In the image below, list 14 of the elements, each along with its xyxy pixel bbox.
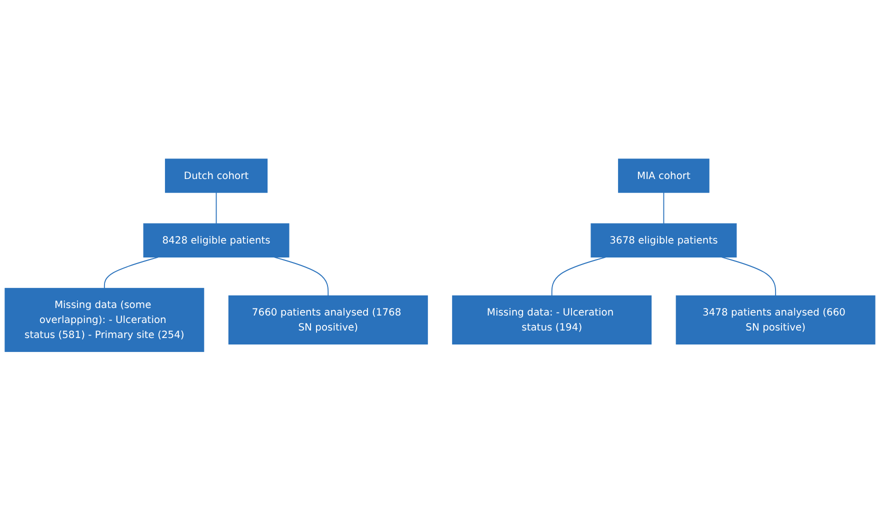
connector bbox=[551, 256, 606, 296]
connector bbox=[663, 192, 664, 224]
node-box: Missing data: - Ulceration status (194) bbox=[452, 295, 652, 344]
node-box: 8428 eligible patients bbox=[143, 223, 290, 258]
connector bbox=[274, 256, 329, 296]
node-box: MIA cohort bbox=[618, 158, 710, 193]
connector bbox=[216, 192, 217, 224]
node-box: 7660 patients analysed (1768 SN positive) bbox=[228, 295, 428, 344]
node-box: Missing data (some overlapping): - Ulceration status (581) - Primary site (254) bbox=[4, 288, 204, 352]
node-box: 3678 eligible patients bbox=[590, 223, 737, 258]
connector bbox=[104, 256, 159, 288]
node-box: Dutch cohort bbox=[164, 158, 268, 193]
connector bbox=[721, 256, 776, 296]
node-box: 3478 patients analysed (660 SN positive) bbox=[676, 295, 876, 344]
